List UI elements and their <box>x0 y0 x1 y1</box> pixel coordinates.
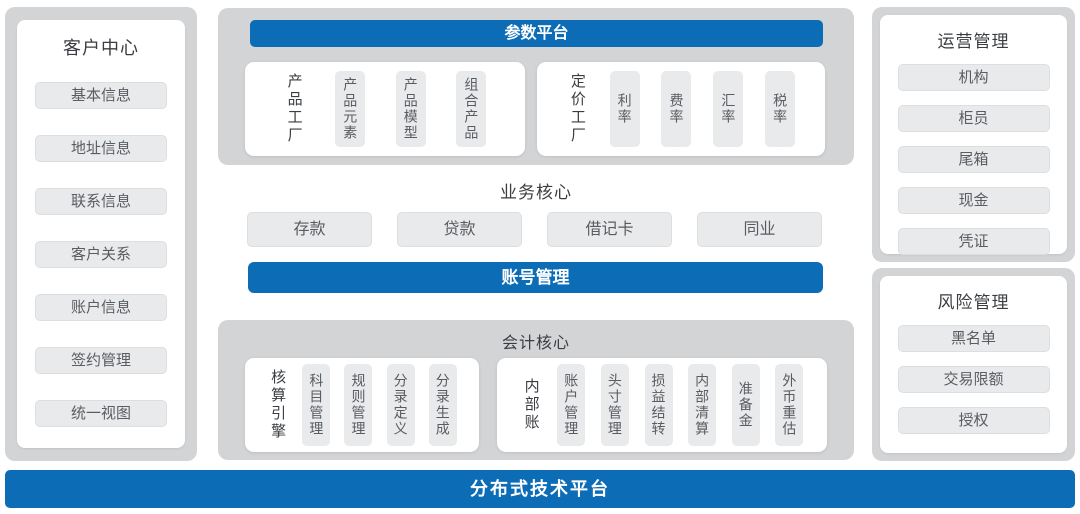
customer-center-list: 基本信息 地址信息 联系信息 客户关系 账户信息 签约管理 统一视图 <box>35 82 167 427</box>
operations-mgmt-list: 机构 柜员 尾箱 现金 凭证 <box>897 64 1050 255</box>
chip-address-info: 地址信息 <box>35 135 167 162</box>
internal-account-card: 内部账 账户管理 头寸管理 损益结转 内部清算 准备金 外币重估 <box>497 358 827 452</box>
accounting-core-panel: 会计核心 核算引擎 科目管理 规则管理 分录定义 分录生成 内部账 账户管理 头… <box>218 320 854 460</box>
product-factory-label: 产品工厂 <box>285 73 303 145</box>
chip-loan: 贷款 <box>397 212 522 247</box>
chip-contact-info: 联系信息 <box>35 188 167 215</box>
risk-mgmt-title: 风险管理 <box>937 293 1010 312</box>
chip-interbank: 同业 <box>697 212 822 247</box>
account-management-bar: 账号管理 <box>248 262 823 293</box>
chip-product-model: 产品模型 <box>395 71 426 147</box>
risk-mgmt-panel: 风险管理 黑名单 交易限额 授权 <box>872 268 1075 461</box>
customer-center-card: 客户中心 基本信息 地址信息 联系信息 客户关系 账户信息 签约管理 统一视图 <box>17 20 185 448</box>
chip-cash-box: 尾箱 <box>897 146 1050 173</box>
chip-debit-card: 借记卡 <box>547 212 672 247</box>
accounting-engine-card: 核算引擎 科目管理 规则管理 分录定义 分录生成 <box>245 358 479 452</box>
business-core-row: 存款 贷款 借记卡 同业 <box>247 212 822 247</box>
chip-entry-definition: 分录定义 <box>386 364 415 446</box>
chip-customer-relation: 客户关系 <box>35 241 167 268</box>
chip-reserve-fund: 准备金 <box>731 364 760 446</box>
risk-mgmt-card: 风险管理 黑名单 交易限额 授权 <box>880 276 1067 453</box>
chip-blacklist: 黑名单 <box>897 325 1050 352</box>
chip-account-mgmt: 账户管理 <box>557 364 586 446</box>
chip-rule-mgmt: 规则管理 <box>344 364 373 446</box>
chip-unified-view: 统一视图 <box>35 400 167 427</box>
chip-authorization: 授权 <box>897 407 1050 434</box>
chip-deposit: 存款 <box>247 212 372 247</box>
chip-transaction-limit: 交易限额 <box>897 366 1050 393</box>
chip-fx-revaluation: 外币重估 <box>775 364 804 446</box>
chip-fee-rate: 费率 <box>661 71 692 147</box>
chip-contract-mgmt: 签约管理 <box>35 347 167 374</box>
chip-institution: 机构 <box>897 64 1050 91</box>
chip-teller: 柜员 <box>897 105 1050 132</box>
parameter-platform-header: 参数平台 <box>250 20 823 47</box>
chip-voucher: 凭证 <box>897 228 1050 255</box>
chip-internal-clearing: 内部清算 <box>688 364 717 446</box>
operations-mgmt-card: 运营管理 机构 柜员 尾箱 现金 凭证 <box>880 15 1067 255</box>
chip-cash: 现金 <box>897 187 1050 214</box>
internal-account-label: 内部账 <box>522 378 540 432</box>
chip-basic-info: 基本信息 <box>35 82 167 109</box>
customer-center-title: 客户中心 <box>63 38 139 58</box>
chip-interest-rate: 利率 <box>609 71 640 147</box>
customer-center-panel: 客户中心 基本信息 地址信息 联系信息 客户关系 账户信息 签约管理 统一视图 <box>5 7 197 461</box>
pricing-factory-card: 定价工厂 利率 费率 汇率 税率 <box>537 62 825 156</box>
chip-entry-generation: 分录生成 <box>428 364 457 446</box>
accounting-core-title: 会计核心 <box>501 335 570 352</box>
chip-pnl-carryover: 损益结转 <box>644 364 673 446</box>
chip-subject-mgmt: 科目管理 <box>302 364 331 446</box>
parameter-platform-panel: 参数平台 产品工厂 产品元素 产品模型 组合产品 定价工厂 利率 费率 汇率 税… <box>218 8 854 165</box>
chip-product-element: 产品元素 <box>335 71 366 147</box>
chip-exchange-rate: 汇率 <box>713 71 744 147</box>
accounting-engine-label: 核算引擎 <box>269 369 287 441</box>
operations-mgmt-title: 运营管理 <box>937 32 1010 51</box>
chip-tax-rate: 税率 <box>765 71 796 147</box>
chip-account-info: 账户信息 <box>35 294 167 321</box>
operations-mgmt-panel: 运营管理 机构 柜员 尾箱 现金 凭证 <box>872 7 1075 262</box>
chip-position-mgmt: 头寸管理 <box>600 364 629 446</box>
business-core-title: 业务核心 <box>500 183 572 202</box>
product-factory-card: 产品工厂 产品元素 产品模型 组合产品 <box>245 62 525 156</box>
chip-combined-product: 组合产品 <box>456 71 487 147</box>
distributed-tech-platform-bar: 分布式技术平台 <box>5 470 1075 508</box>
pricing-factory-label: 定价工厂 <box>568 73 586 145</box>
risk-mgmt-list: 黑名单 交易限额 授权 <box>897 325 1050 434</box>
